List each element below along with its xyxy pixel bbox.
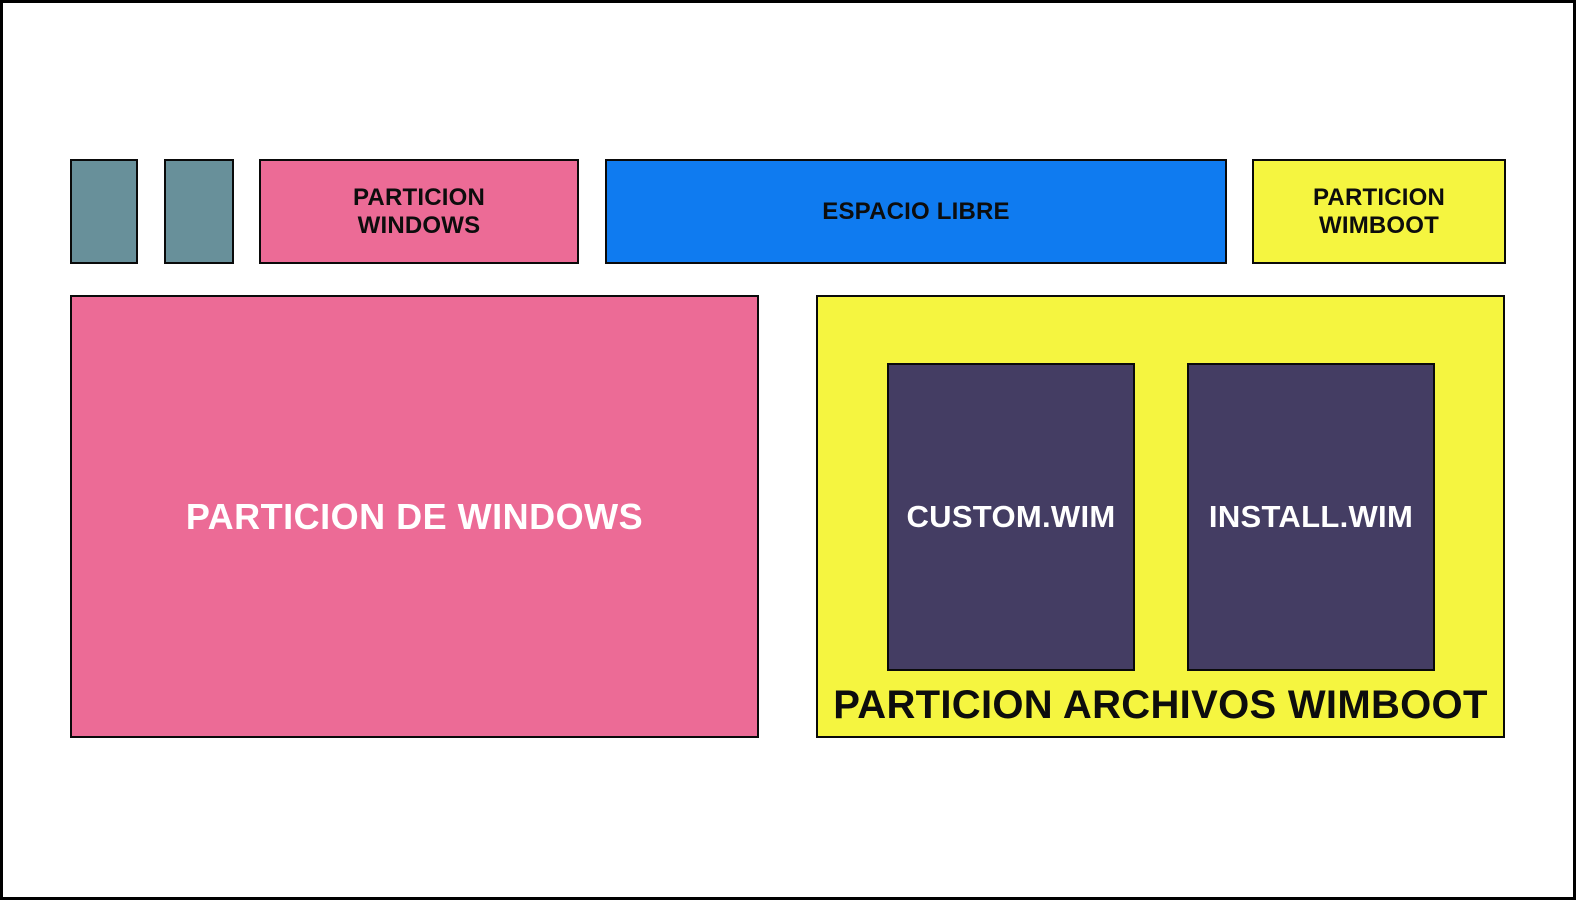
particion-de-windows-label: PARTICION DE WINDOWS [185,495,644,537]
custom-wim-label: CUSTOM.WIM [906,499,1116,534]
particion-wimboot-label: PARTICION WIMBOOT [1312,183,1446,239]
small-partition-block-1 [70,159,138,264]
espacio-libre-label: ESPACIO LIBRE [822,197,1010,225]
small-partition-block-2 [164,159,234,264]
custom-wim-file-block: CUSTOM.WIM [887,363,1135,671]
particion-wimboot-block: PARTICION WIMBOOT [1252,159,1506,264]
particion-archivos-wimboot-label: PARTICION ARCHIVOS WIMBOOT [833,683,1488,727]
install-wim-file-block: INSTALL.WIM [1187,363,1435,671]
particion-windows-block: PARTICION WINDOWS [259,159,579,264]
particion-windows-label: PARTICION WINDOWS [352,183,486,239]
particion-de-windows-block: PARTICION DE WINDOWS [70,295,759,738]
install-wim-label: INSTALL.WIM [1208,499,1414,534]
espacio-libre-block: ESPACIO LIBRE [605,159,1227,264]
particion-archivos-wimboot-block: CUSTOM.WIM INSTALL.WIM PARTICION ARCHIVO… [816,295,1505,738]
